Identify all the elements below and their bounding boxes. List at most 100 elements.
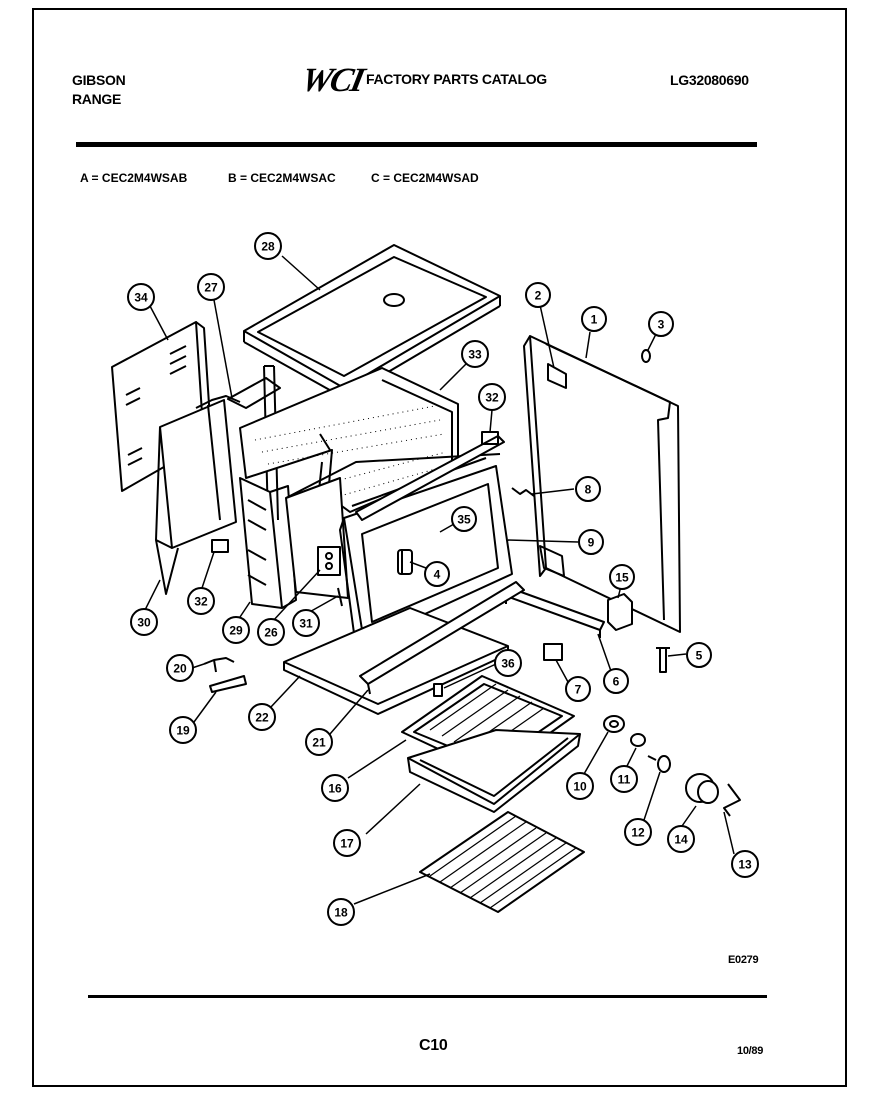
part-top-panel [243, 244, 501, 399]
callout-8: 8 [575, 476, 601, 502]
svg-text:18: 18 [334, 906, 348, 920]
svg-text:2: 2 [535, 289, 542, 303]
callout-21: 21 [305, 728, 333, 756]
svg-text:15: 15 [615, 571, 629, 585]
part-right-side-panel [523, 335, 681, 633]
callout-2: 2 [525, 282, 551, 308]
svg-text:7: 7 [575, 683, 582, 697]
svg-text:16: 16 [328, 782, 342, 796]
svg-text:9: 9 [588, 536, 595, 550]
part-broiler-pan [407, 729, 581, 813]
callout-5: 5 [686, 642, 712, 668]
product-type: RANGE [72, 91, 122, 107]
svg-text:20: 20 [173, 662, 187, 676]
svg-text:10: 10 [573, 780, 587, 794]
drawing-id: E0279 [728, 954, 759, 966]
callout-9: 9 [578, 529, 604, 555]
callout-1: 1 [581, 306, 607, 332]
callout-34: 34 [127, 283, 155, 311]
callout-4: 4 [424, 561, 450, 587]
svg-text:32: 32 [485, 391, 499, 405]
part-wire-clip [511, 487, 535, 497]
callout-31: 31 [292, 609, 320, 637]
part-oven-body-side [239, 477, 297, 609]
svg-text:19: 19 [176, 724, 190, 738]
part-screw [656, 647, 670, 673]
catalog-title: FACTORY PARTS CATALOG [366, 71, 547, 87]
callout-markers: 28 34 27 33 32 2 1 3 8 35 9 4 15 30 32 2… [127, 232, 759, 926]
model-a: A = CEC2M4WSAB [80, 171, 188, 185]
page-number: C10 [419, 1037, 448, 1054]
callout-18: 18 [327, 898, 355, 926]
part-switch [543, 643, 563, 661]
svg-text:30: 30 [137, 616, 151, 630]
part-pan-clip [433, 683, 443, 697]
callout-26: 26 [257, 618, 285, 646]
part-control-knob [685, 773, 719, 804]
svg-text:36: 36 [501, 657, 515, 671]
callout-32b: 32 [187, 587, 215, 615]
callout-27: 27 [197, 273, 225, 301]
part-bezel [603, 715, 625, 733]
callout-19: 19 [169, 716, 197, 744]
part-small-bracket [211, 539, 229, 553]
callout-16: 16 [321, 774, 349, 802]
callout-35: 35 [451, 506, 477, 532]
svg-text:11: 11 [618, 773, 631, 787]
part-side-insulation [155, 395, 241, 595]
callout-29: 29 [222, 616, 250, 644]
leader-lines [143, 255, 735, 905]
model-c: C = CEC2M4WSAD [371, 171, 479, 185]
svg-text:12: 12 [631, 826, 645, 840]
callout-22: 22 [248, 703, 276, 731]
svg-text:29: 29 [229, 624, 243, 638]
part-spring-bracket [203, 657, 235, 673]
footer-rule [88, 995, 767, 998]
svg-text:34: 34 [134, 291, 148, 305]
callout-17: 17 [333, 829, 361, 857]
callout-11: 11 [610, 765, 638, 793]
part-knob-insert [630, 733, 646, 747]
svg-text:31: 31 [299, 617, 313, 631]
callout-28: 28 [254, 232, 282, 260]
svg-text:8: 8 [585, 483, 592, 497]
svg-text:1: 1 [591, 313, 598, 327]
part-oven-rack [419, 811, 585, 913]
svg-text:32: 32 [194, 595, 208, 609]
svg-text:35: 35 [457, 513, 471, 527]
svg-text:6: 6 [613, 675, 620, 689]
callout-13: 13 [731, 850, 759, 878]
svg-text:14: 14 [674, 833, 688, 847]
callout-30: 30 [130, 608, 158, 636]
svg-text:3: 3 [658, 318, 665, 332]
svg-text:27: 27 [204, 281, 218, 295]
callout-12: 12 [624, 818, 652, 846]
callout-15: 15 [609, 564, 635, 590]
part-clip [641, 349, 651, 363]
callout-36: 36 [494, 649, 522, 677]
callout-3: 3 [648, 311, 674, 337]
svg-text:28: 28 [261, 240, 275, 254]
svg-text:33: 33 [468, 348, 482, 362]
part-insulation-blanket [239, 367, 459, 515]
model-b: B = CEC2M4WSAC [228, 171, 336, 185]
catalog-code: LG32080690 [670, 72, 749, 88]
callout-10: 10 [566, 772, 594, 800]
brand-name: GIBSON [72, 72, 126, 88]
callout-32a: 32 [478, 383, 506, 411]
svg-text:17: 17 [340, 837, 354, 851]
page-frame [32, 8, 847, 1087]
part-hinge-block [209, 675, 247, 693]
callout-7: 7 [565, 676, 591, 702]
part-indicator-lamp [647, 755, 671, 773]
revision-date: 10/89 [737, 1045, 764, 1057]
svg-text:13: 13 [738, 858, 752, 872]
svg-text:21: 21 [312, 736, 326, 750]
callout-14: 14 [667, 825, 695, 853]
part-element-block [317, 546, 343, 607]
part-front-rail [359, 581, 525, 695]
callout-33: 33 [461, 340, 489, 368]
part-drawer-rail [505, 587, 605, 638]
